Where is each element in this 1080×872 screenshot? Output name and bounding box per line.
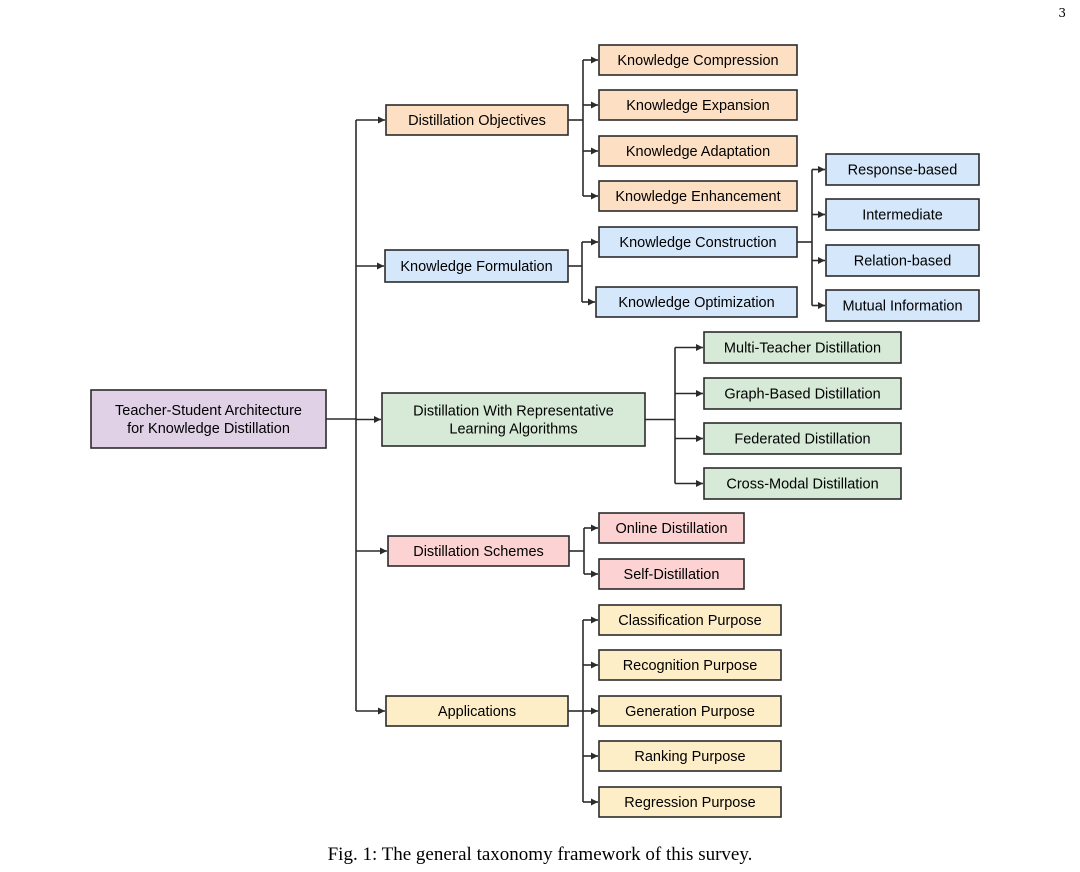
node-label-root: Teacher-Student Architecture xyxy=(115,403,302,419)
node-box-classification-purpose xyxy=(598,604,782,636)
connector-layer xyxy=(326,56,825,806)
node-label-root: for Knowledge Distillation xyxy=(127,421,290,437)
node-label-representative-learning: Learning Algorithms xyxy=(449,422,577,438)
node-label-knowledge-enhancement: Knowledge Enhancement xyxy=(615,189,780,205)
node-representative-learning: Distillation With RepresentativeLearning… xyxy=(381,392,646,447)
node-label-knowledge-adaptation: Knowledge Adaptation xyxy=(626,144,770,160)
node-label-multi-teacher: Multi-Teacher Distillation xyxy=(724,341,881,357)
node-label-intermediate: Intermediate xyxy=(862,208,943,224)
node-label-knowledge-expansion: Knowledge Expansion xyxy=(626,98,770,114)
node-knowledge-adaptation: Knowledge Adaptation xyxy=(598,135,798,167)
node-box-root xyxy=(90,389,327,449)
node-generation-purpose: Generation Purpose xyxy=(598,695,782,727)
node-label-distillation-objectives: Distillation Objectives xyxy=(408,113,546,129)
node-regression-purpose: Regression Purpose xyxy=(598,786,782,818)
node-label-applications: Applications xyxy=(438,704,516,720)
node-label-knowledge-construction: Knowledge Construction xyxy=(619,235,776,251)
node-knowledge-expansion: Knowledge Expansion xyxy=(598,89,798,121)
node-knowledge-formulation: Knowledge Formulation xyxy=(384,249,569,283)
node-intermediate: Intermediate xyxy=(825,198,980,231)
node-box-knowledge-enhancement xyxy=(598,180,798,212)
node-distillation-schemes: Distillation Schemes xyxy=(387,535,570,567)
node-federated: Federated Distillation xyxy=(703,422,902,455)
node-knowledge-optimization: Knowledge Optimization xyxy=(595,286,798,318)
node-box-regression-purpose xyxy=(598,786,782,818)
node-ranking-purpose: Ranking Purpose xyxy=(598,740,782,772)
node-box-online-distillation xyxy=(598,512,745,544)
node-relation-based: Relation-based xyxy=(825,244,980,277)
node-label-regression-purpose: Regression Purpose xyxy=(624,795,755,811)
node-label-relation-based: Relation-based xyxy=(854,254,952,270)
node-multi-teacher: Multi-Teacher Distillation xyxy=(703,331,902,364)
node-root: Teacher-Student Architecture for Knowledg… xyxy=(90,389,327,449)
node-box-multi-teacher xyxy=(703,331,902,364)
node-box-response-based xyxy=(825,153,980,186)
node-label-classification-purpose: Classification Purpose xyxy=(618,613,761,629)
node-knowledge-compression: Knowledge Compression xyxy=(598,44,798,76)
node-response-based: Response-based xyxy=(825,153,980,186)
node-label-representative-learning: Distillation With Representative xyxy=(413,404,614,420)
node-self-distillation: Self-Distillation xyxy=(598,558,745,590)
node-applications: Applications xyxy=(385,695,569,727)
node-label-recognition-purpose: Recognition Purpose xyxy=(623,658,758,674)
node-label-knowledge-optimization: Knowledge Optimization xyxy=(618,295,774,311)
node-label-response-based: Response-based xyxy=(848,163,958,179)
node-box-ranking-purpose xyxy=(598,740,782,772)
node-graph-based: Graph-Based Distillation xyxy=(703,377,902,410)
node-label-distillation-schemes: Distillation Schemes xyxy=(413,544,544,560)
node-box-knowledge-optimization xyxy=(595,286,798,318)
node-box-knowledge-adaptation xyxy=(598,135,798,167)
node-label-ranking-purpose: Ranking Purpose xyxy=(634,749,745,765)
node-box-representative-learning xyxy=(381,392,646,447)
node-recognition-purpose: Recognition Purpose xyxy=(598,649,782,681)
node-box-cross-modal xyxy=(703,467,902,500)
node-box-generation-purpose xyxy=(598,695,782,727)
node-distillation-objectives: Distillation Objectives xyxy=(385,104,569,136)
node-box-self-distillation xyxy=(598,558,745,590)
node-box-distillation-objectives xyxy=(385,104,569,136)
node-box-intermediate xyxy=(825,198,980,231)
node-box-knowledge-construction xyxy=(598,226,798,258)
node-label-mutual-information: Mutual Information xyxy=(842,299,962,315)
node-box-mutual-information xyxy=(825,289,980,322)
node-box-federated xyxy=(703,422,902,455)
node-box-recognition-purpose xyxy=(598,649,782,681)
node-box-applications xyxy=(385,695,569,727)
node-label-online-distillation: Online Distillation xyxy=(615,521,727,537)
node-box-relation-based xyxy=(825,244,980,277)
node-cross-modal: Cross-Modal Distillation xyxy=(703,467,902,500)
node-knowledge-construction: Knowledge Construction xyxy=(598,226,798,258)
node-mutual-information: Mutual Information xyxy=(825,289,980,322)
node-classification-purpose: Classification Purpose xyxy=(598,604,782,636)
node-label-knowledge-formulation: Knowledge Formulation xyxy=(400,259,552,275)
node-label-cross-modal: Cross-Modal Distillation xyxy=(726,477,878,493)
node-box-distillation-schemes xyxy=(387,535,570,567)
node-layer: Teacher-Student Architecture for Knowledg… xyxy=(90,44,980,818)
node-box-graph-based xyxy=(703,377,902,410)
node-label-graph-based: Graph-Based Distillation xyxy=(724,387,880,403)
node-knowledge-enhancement: Knowledge Enhancement xyxy=(598,180,798,212)
figure-caption: Fig. 1: The general taxonomy framework o… xyxy=(327,844,753,865)
taxonomy-diagram: Teacher-Student Architecture for Knowledg… xyxy=(90,44,980,818)
node-label-federated: Federated Distillation xyxy=(734,432,870,448)
node-label-knowledge-compression: Knowledge Compression xyxy=(617,53,778,69)
node-box-knowledge-expansion xyxy=(598,89,798,121)
node-box-knowledge-compression xyxy=(598,44,798,76)
node-label-self-distillation: Self-Distillation xyxy=(624,567,720,583)
node-online-distillation: Online Distillation xyxy=(598,512,745,544)
node-box-knowledge-formulation xyxy=(384,249,569,283)
node-label-generation-purpose: Generation Purpose xyxy=(625,704,755,720)
page-number: 3 xyxy=(1058,6,1066,20)
